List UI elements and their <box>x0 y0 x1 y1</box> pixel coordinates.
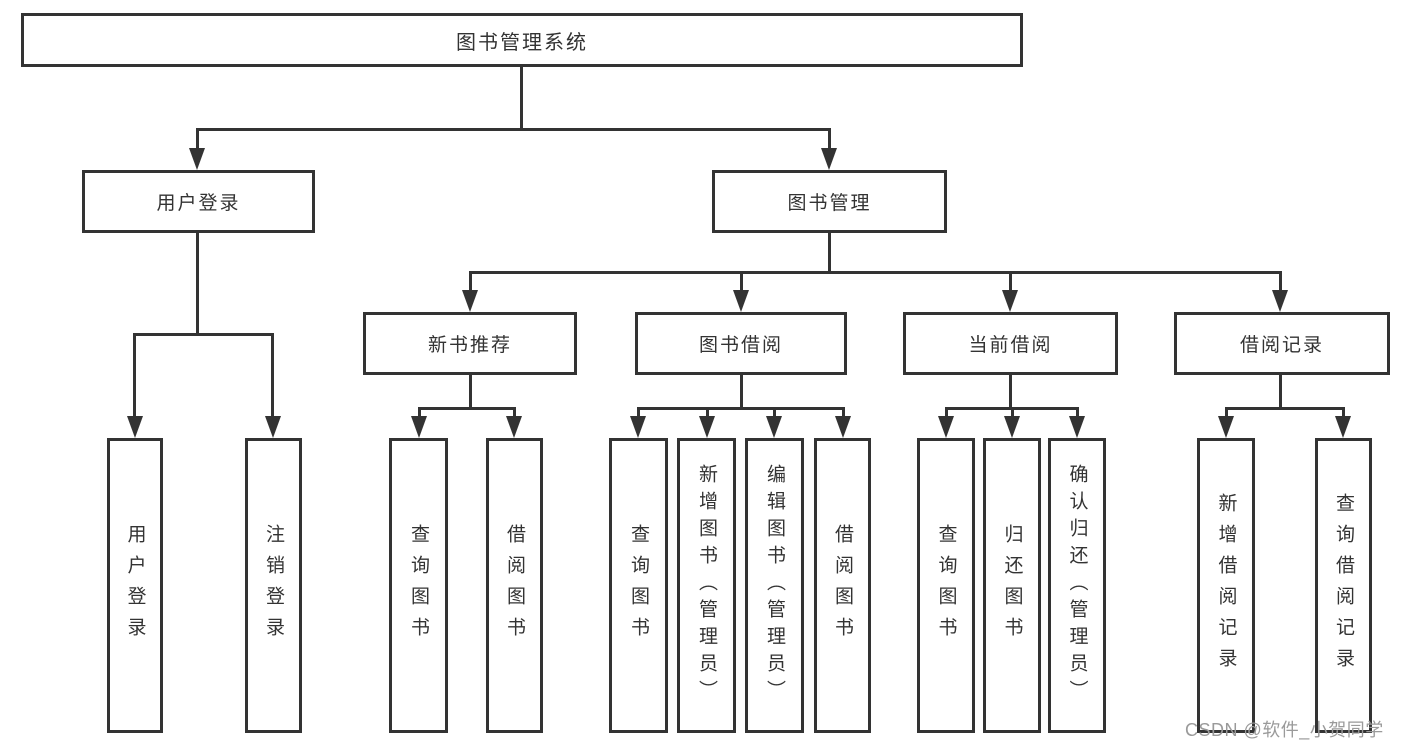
arrow-down-icon <box>699 416 715 438</box>
arrow-down-icon <box>462 290 478 312</box>
leaf-newbook-borrow: 借阅图书 <box>486 438 543 733</box>
connector-user-split <box>133 333 274 336</box>
leaf-logout: 注销登录 <box>245 438 302 733</box>
leaf-current-confirm: 确认归还（管理员） <box>1048 438 1106 733</box>
connector-l2-stem <box>740 271 743 292</box>
node-current-label: 当前借阅 <box>968 335 1053 356</box>
leaf-label: 新增图书（管理员） <box>696 464 717 707</box>
arrow-down-icon <box>630 416 646 438</box>
leaf-label: 新增借阅记录 <box>1215 492 1237 679</box>
connector-records-split <box>1225 407 1345 410</box>
leaf-current-return: 归还图书 <box>983 438 1041 733</box>
arrow-down-icon <box>1272 290 1288 312</box>
connector-borrow-stem <box>740 373 743 410</box>
leaf-borrow-edit: 编辑图书（管理员） <box>745 438 804 733</box>
node-user-login-label: 用户登录 <box>156 193 241 214</box>
leaf-borrow-add: 新增图书（管理员） <box>677 438 736 733</box>
arrow-down-icon <box>733 290 749 312</box>
connector-l2-branch <box>469 271 1282 274</box>
arrow-down-icon <box>1335 416 1351 438</box>
leaf-newbook-query: 查询图书 <box>389 438 448 733</box>
node-records: 借阅记录 <box>1174 312 1390 375</box>
node-records-label: 借阅记录 <box>1239 335 1324 356</box>
connector-leaf-stem <box>1225 407 1228 420</box>
connector-l1-right-stem <box>828 128 831 151</box>
leaf-label: 用户登录 <box>124 523 146 648</box>
leaf-label: 注销登录 <box>263 523 284 648</box>
leaf-label: 查询借阅记录 <box>1333 492 1354 679</box>
arrow-down-icon <box>265 416 281 438</box>
node-book-mgmt-label: 图书管理 <box>787 193 872 214</box>
arrow-down-icon <box>1218 416 1234 438</box>
connector-l2-stem <box>1279 271 1282 292</box>
connector-user-leaf-stem <box>133 333 136 418</box>
connector-leaf-stem <box>1076 407 1079 420</box>
connector-l2-stem <box>469 271 472 292</box>
node-user-login: 用户登录 <box>82 170 315 233</box>
connector-mgmt-stem <box>828 231 831 274</box>
leaf-current-query: 查询图书 <box>917 438 975 733</box>
leaf-label: 查询图书 <box>408 523 429 648</box>
arrow-down-icon <box>1004 416 1020 438</box>
arrow-down-icon <box>1002 290 1018 312</box>
connector-leaf-stem <box>637 407 640 420</box>
arrow-down-icon <box>938 416 954 438</box>
leaf-records-add: 新增借阅记录 <box>1197 438 1255 733</box>
leaf-records-query: 查询借阅记录 <box>1315 438 1372 733</box>
arrow-down-icon <box>1069 416 1085 438</box>
arrow-down-icon <box>766 416 782 438</box>
connector-leaf-stem <box>418 407 421 420</box>
connector-leaf-stem <box>945 407 948 420</box>
leaf-label: 编辑图书（管理员） <box>764 464 785 707</box>
connector-l1-branch <box>196 128 831 131</box>
leaf-borrow-query: 查询图书 <box>609 438 668 733</box>
connector-user-leaf-stem <box>271 333 274 418</box>
arrow-down-icon <box>835 416 851 438</box>
node-root: 图书管理系统 <box>21 13 1023 67</box>
connector-root-stem <box>520 67 523 130</box>
connector-leaf-stem <box>842 407 845 420</box>
arrow-down-icon <box>189 148 205 170</box>
connector-leaf-stem <box>706 407 709 420</box>
arrow-down-icon <box>821 148 837 170</box>
arrow-down-icon <box>127 416 143 438</box>
node-new-book-label: 新书推荐 <box>427 335 512 356</box>
watermark: CSDN @软件_小贺同学 <box>1185 720 1384 740</box>
leaf-label: 借阅图书 <box>504 523 525 648</box>
leaf-label: 查询图书 <box>935 523 957 648</box>
connector-leaf-stem <box>773 407 776 420</box>
node-current: 当前借阅 <box>903 312 1118 375</box>
connector-leaf-stem <box>513 407 516 420</box>
node-root-label: 图书管理系统 <box>456 31 588 54</box>
node-borrow-label: 图书借阅 <box>698 335 783 356</box>
node-book-mgmt: 图书管理 <box>712 170 947 233</box>
node-new-book: 新书推荐 <box>363 312 577 375</box>
connector-leaf-stem <box>1011 407 1014 420</box>
leaf-borrow-borrow: 借阅图书 <box>814 438 871 733</box>
connector-newbook-stem <box>469 373 472 410</box>
connector-records-stem <box>1279 373 1282 410</box>
leaf-label: 查询图书 <box>628 523 649 648</box>
leaf-label: 借阅图书 <box>832 523 853 648</box>
arrow-down-icon <box>411 416 427 438</box>
connector-user-stem <box>196 231 199 335</box>
connector-borrow-split <box>637 407 845 410</box>
connector-l1-left-stem <box>196 128 199 151</box>
connector-leaf-stem <box>1342 407 1345 420</box>
connector-l2-stem <box>1009 271 1012 292</box>
leaf-label: 确认归还（管理员） <box>1066 464 1088 707</box>
connector-newbook-split <box>418 407 516 410</box>
arrow-down-icon <box>506 416 522 438</box>
node-borrow: 图书借阅 <box>635 312 847 375</box>
connector-current-stem <box>1009 373 1012 410</box>
leaf-user-login: 用户登录 <box>107 438 163 733</box>
leaf-label: 归还图书 <box>1001 523 1023 648</box>
